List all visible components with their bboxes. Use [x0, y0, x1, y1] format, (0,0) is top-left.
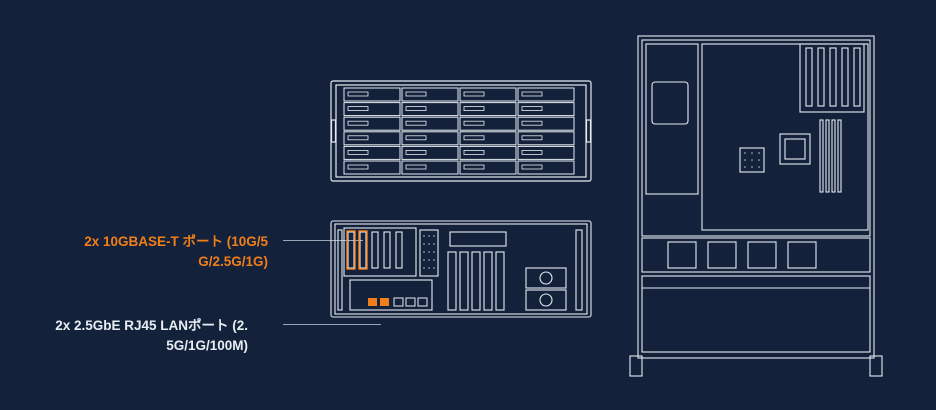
drive-bay-latch: [521, 150, 543, 155]
drive-bay: [459, 160, 517, 175]
drive-bay: [401, 131, 459, 146]
drive-bay: [517, 102, 575, 117]
drive-bay: [401, 102, 459, 117]
drive-bay-latch: [521, 120, 543, 126]
drive-bay: [517, 160, 575, 175]
server-front-panel: [330, 80, 592, 182]
drive-bay-latch: [521, 164, 543, 170]
drive-bay-latch: [347, 106, 369, 112]
drive-bay: [459, 102, 517, 117]
drive-bay-latch: [347, 91, 369, 97]
callout-10gbase-t-line1: 2x 10GBASE-T ポート (10G/5: [84, 234, 268, 249]
drive-bay-latch: [405, 150, 427, 155]
server-rear-panel: [330, 220, 592, 318]
drive-bay: [517, 145, 575, 160]
drive-bay: [459, 145, 517, 160]
drive-bay: [401, 116, 459, 131]
drive-bay-latch: [405, 91, 427, 97]
drive-bay-latch: [347, 135, 369, 141]
leader-line-2-5gbe-lan: [283, 324, 381, 325]
drive-bay-latch: [405, 164, 427, 170]
drive-bay: [343, 102, 401, 117]
drive-bay: [459, 87, 517, 102]
drive-bay-latch: [347, 120, 369, 126]
drive-bay: [517, 131, 575, 146]
drive-bay: [401, 87, 459, 102]
drive-bay-latch: [463, 150, 485, 155]
drive-bay: [459, 131, 517, 146]
drive-bay-latch: [463, 91, 485, 97]
drive-bay-latch: [521, 135, 543, 141]
drive-bay-latch: [521, 91, 543, 97]
drive-bay-latch: [521, 106, 543, 112]
drive-bay: [343, 145, 401, 160]
drive-bay-latch: [463, 106, 485, 112]
drive-bay: [343, 87, 401, 102]
drive-bay: [401, 145, 459, 160]
drive-bay: [459, 116, 517, 131]
drive-bay-latch: [347, 150, 369, 155]
callout-10gbase-t-line2: G/2.5G/1G): [198, 254, 268, 269]
server-top-view: [629, 35, 883, 377]
drive-bay-latch: [463, 164, 485, 170]
drive-bay-latch: [463, 135, 485, 141]
callout-2-5gbe-lan-line1: 2x 2.5GbE RJ45 LANポート (2.: [55, 318, 248, 333]
drive-bay-latch: [405, 106, 427, 112]
drive-bay-latch: [347, 164, 369, 170]
callout-10gbase-t: 2x 10GBASE-T ポート (10G/5 G/2.5G/1G): [20, 232, 268, 272]
drive-bay: [401, 160, 459, 175]
drive-bay-latch: [463, 120, 485, 126]
leader-line-10gbase-t: [283, 240, 363, 241]
drive-bay-latch: [405, 120, 427, 126]
drive-bay: [343, 131, 401, 146]
drive-bay: [517, 116, 575, 131]
drive-bay-latch: [405, 135, 427, 141]
drive-bay: [343, 116, 401, 131]
callout-2-5gbe-lan: 2x 2.5GbE RJ45 LANポート (2. 5G/1G/100M): [10, 316, 248, 356]
drive-bay: [517, 87, 575, 102]
callout-2-5gbe-lan-line2: 5G/1G/100M): [166, 338, 248, 353]
drive-bay: [343, 160, 401, 175]
